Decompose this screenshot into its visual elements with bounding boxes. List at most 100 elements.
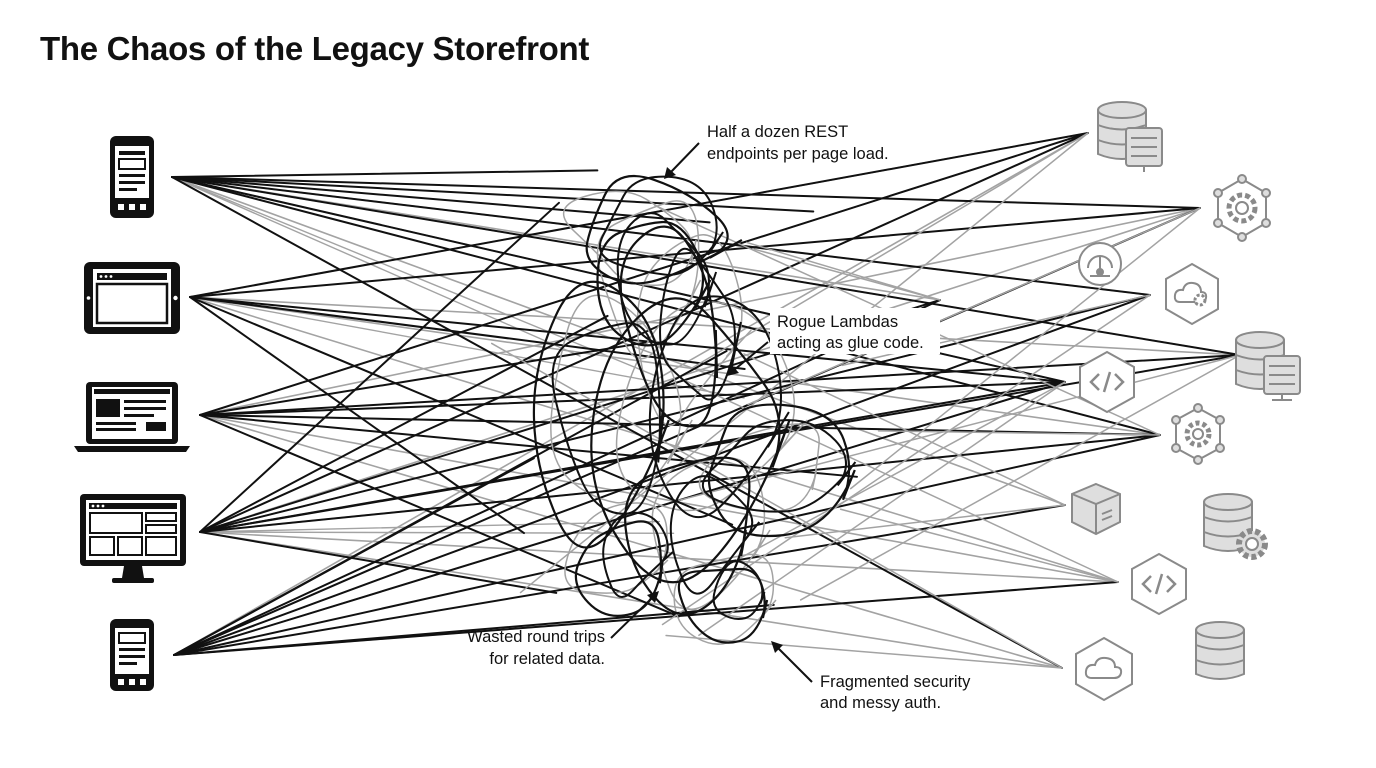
connection-line	[839, 508, 1119, 583]
connection-line	[171, 176, 1201, 209]
connection-line	[173, 350, 728, 656]
connection-line	[173, 504, 1066, 656]
connection-lines	[171, 132, 1241, 669]
code-hexagon-icon	[1131, 552, 1187, 616]
connection-line	[849, 207, 1201, 490]
tangle-loop	[590, 297, 791, 584]
connection-line	[199, 341, 647, 416]
annotation-fragmented-security: Fragmented security and messy auth.	[771, 641, 971, 712]
connection-line	[199, 294, 1151, 533]
arrow-head	[647, 591, 659, 603]
tangle-loop	[564, 502, 669, 594]
gear-network-icon	[1171, 403, 1225, 465]
tangle-loop	[551, 322, 664, 515]
connection-line	[173, 132, 1089, 656]
arrow-line	[777, 647, 813, 683]
connection-line	[199, 314, 609, 533]
connection-line	[199, 531, 558, 594]
tangle-loop	[659, 247, 742, 401]
connection-line	[199, 414, 680, 618]
database-server-icon	[1097, 101, 1163, 172]
tablet-icon	[84, 262, 180, 334]
tangle-loop	[616, 212, 718, 346]
annotation-round-trips: Wasted round trips for related data.	[467, 591, 659, 668]
database-gear-icon	[1203, 493, 1268, 560]
connection-line	[199, 531, 1063, 669]
connection-line	[171, 176, 711, 224]
connection-line	[199, 414, 1063, 669]
connection-line	[199, 132, 1089, 533]
tangle-loop	[636, 234, 752, 426]
connection-line	[736, 381, 1066, 561]
tangle-loop	[615, 301, 808, 512]
connection-line	[747, 207, 1201, 406]
box-package-icon	[1071, 482, 1121, 536]
arrow-line	[733, 341, 769, 371]
connection-line	[199, 414, 1119, 583]
connection-line	[519, 132, 1089, 594]
tangle-loop	[562, 190, 697, 286]
connection-line	[189, 207, 1201, 298]
mobile-phone-icon	[110, 619, 154, 691]
connection-line	[173, 294, 1151, 656]
connection-line	[199, 381, 1066, 533]
annotation-line: acting as glue code.	[777, 334, 924, 352]
connection-line	[189, 296, 745, 399]
annotation-rogue-lambdas: Rogue Lambdas acting as glue code.	[727, 308, 940, 376]
connection-line	[171, 176, 581, 357]
tangle-loop	[701, 419, 857, 513]
annotation-line: Fragmented security	[820, 673, 971, 691]
connection-line	[877, 430, 1161, 436]
connection-line	[189, 296, 1119, 583]
connection-line	[199, 201, 560, 533]
gear-network-icon	[1213, 174, 1271, 242]
desktop-monitor-icon	[80, 494, 186, 583]
connection-line	[189, 296, 1161, 436]
connection-line	[678, 354, 1241, 502]
connection-line	[173, 299, 941, 656]
annotation-line: Half a dozen REST	[707, 123, 848, 141]
annotation-line: Wasted round trips	[467, 628, 605, 646]
tangle-loop	[651, 456, 771, 610]
arrow-line	[669, 142, 700, 174]
connection-line	[665, 634, 1063, 669]
arrow-line	[610, 597, 653, 639]
tangle-loop	[574, 520, 664, 617]
connection-line	[171, 176, 1161, 436]
tangle-loop	[532, 280, 670, 549]
tangle-loop	[598, 175, 724, 276]
connection-line	[784, 504, 1066, 539]
connection-line	[698, 381, 1066, 637]
page-title: The Chaos of the Legacy Storefront	[40, 30, 590, 67]
annotation-line: Rogue Lambdas	[777, 313, 898, 331]
connection-line	[199, 132, 1089, 416]
connection-line	[173, 381, 1066, 656]
connection-line	[199, 354, 1241, 416]
connection-line	[171, 176, 1063, 669]
connection-line	[189, 132, 1089, 298]
tangle-loop	[712, 560, 766, 620]
connection-line	[680, 377, 1119, 583]
connection-line	[199, 520, 661, 533]
connection-line	[171, 176, 815, 213]
arrow-head	[664, 167, 676, 179]
annotation-line: and messy auth.	[820, 694, 941, 712]
cloud-gear-icon	[1165, 262, 1219, 326]
mobile-phone-icon	[110, 136, 154, 218]
laptop-icon	[74, 382, 190, 452]
cloud-hexagon-icon	[1075, 636, 1133, 702]
connection-line	[743, 353, 1066, 506]
label-backing	[770, 308, 940, 354]
annotation-line: endpoints per page load.	[707, 145, 889, 163]
connection-line	[199, 207, 1201, 533]
connection-line	[189, 296, 746, 371]
connection-line	[753, 248, 941, 301]
connection-line	[189, 296, 734, 526]
connection-line	[171, 169, 599, 178]
connection-line	[171, 176, 1151, 296]
code-hexagon-icon	[1079, 350, 1135, 414]
connection-line	[490, 342, 1063, 669]
tangle-loop	[596, 200, 702, 360]
tangle-loop	[707, 403, 856, 538]
